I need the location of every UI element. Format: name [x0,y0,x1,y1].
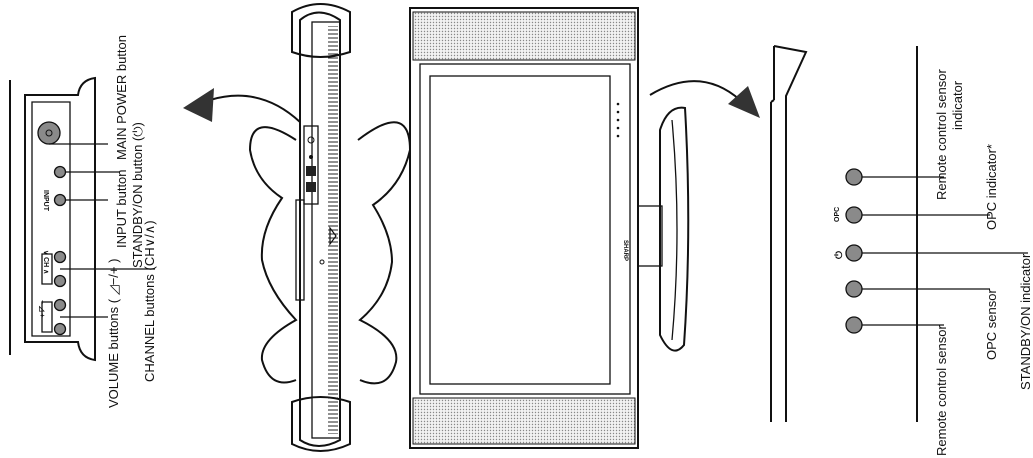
main-power-button[interactable] [37,121,61,145]
vol-tag: − ◿ + [38,300,45,317]
remote-sensor-label: Remote control sensor [934,325,949,456]
input-label: INPUT button [114,169,129,248]
curved-arrow-right-icon [649,80,760,118]
channel-label: CHANNEL buttons (CH∨/∧) [142,220,157,382]
side-panel-closeup [9,76,96,362]
remote-indicator-label-line2: indicator [950,80,965,130]
tv-top-view [248,3,412,452]
remote-sensor-indicator [845,168,863,186]
brand-logo: SHARP [622,240,628,261]
screen-bezel [419,63,631,395]
opc-indicator-label: OPC indicator* [984,144,999,230]
opc-indicator [845,206,863,224]
opc-sensor-label: OPC sensor [984,289,999,360]
standby-indicator-label: STANDBY/ON indicator [1018,253,1033,390]
standby-on-button[interactable] [53,165,67,179]
remote-indicator-label-line1: Remote control sensor [934,69,949,200]
volume-label: VOLUME buttons ( ◿−/+ ) [106,259,121,408]
tv-front-view: SHARP [409,7,639,449]
channel-up-button[interactable] [53,250,67,264]
opc-sensor [845,280,863,298]
standby-on-label: STANDBY/ON button (⏻) [130,122,145,268]
channel-bracket [41,253,53,285]
remote-control-sensor [845,316,863,334]
screen [429,75,611,385]
input-button[interactable] [53,193,67,207]
top-speaker-grille [412,11,636,61]
volume-down-button[interactable] [53,322,67,336]
standby-on-indicator [845,244,863,262]
channel-down-button[interactable] [53,274,67,288]
bezel-edge-closeup [770,45,918,422]
tv-stand-profile [637,106,690,352]
ch-tag: ∨ CH ∧ [42,250,49,274]
volume-bracket [41,301,53,333]
volume-up-button[interactable] [53,298,67,312]
opc-tag: OPC [834,207,841,222]
main-power-label: MAIN POWER button [114,35,129,160]
curved-arrow-left-icon [183,88,301,123]
standby-symbol-icon: ⏻ [833,251,845,259]
input-tag: INPUT [42,190,49,212]
bottom-speaker-grille [412,397,636,445]
